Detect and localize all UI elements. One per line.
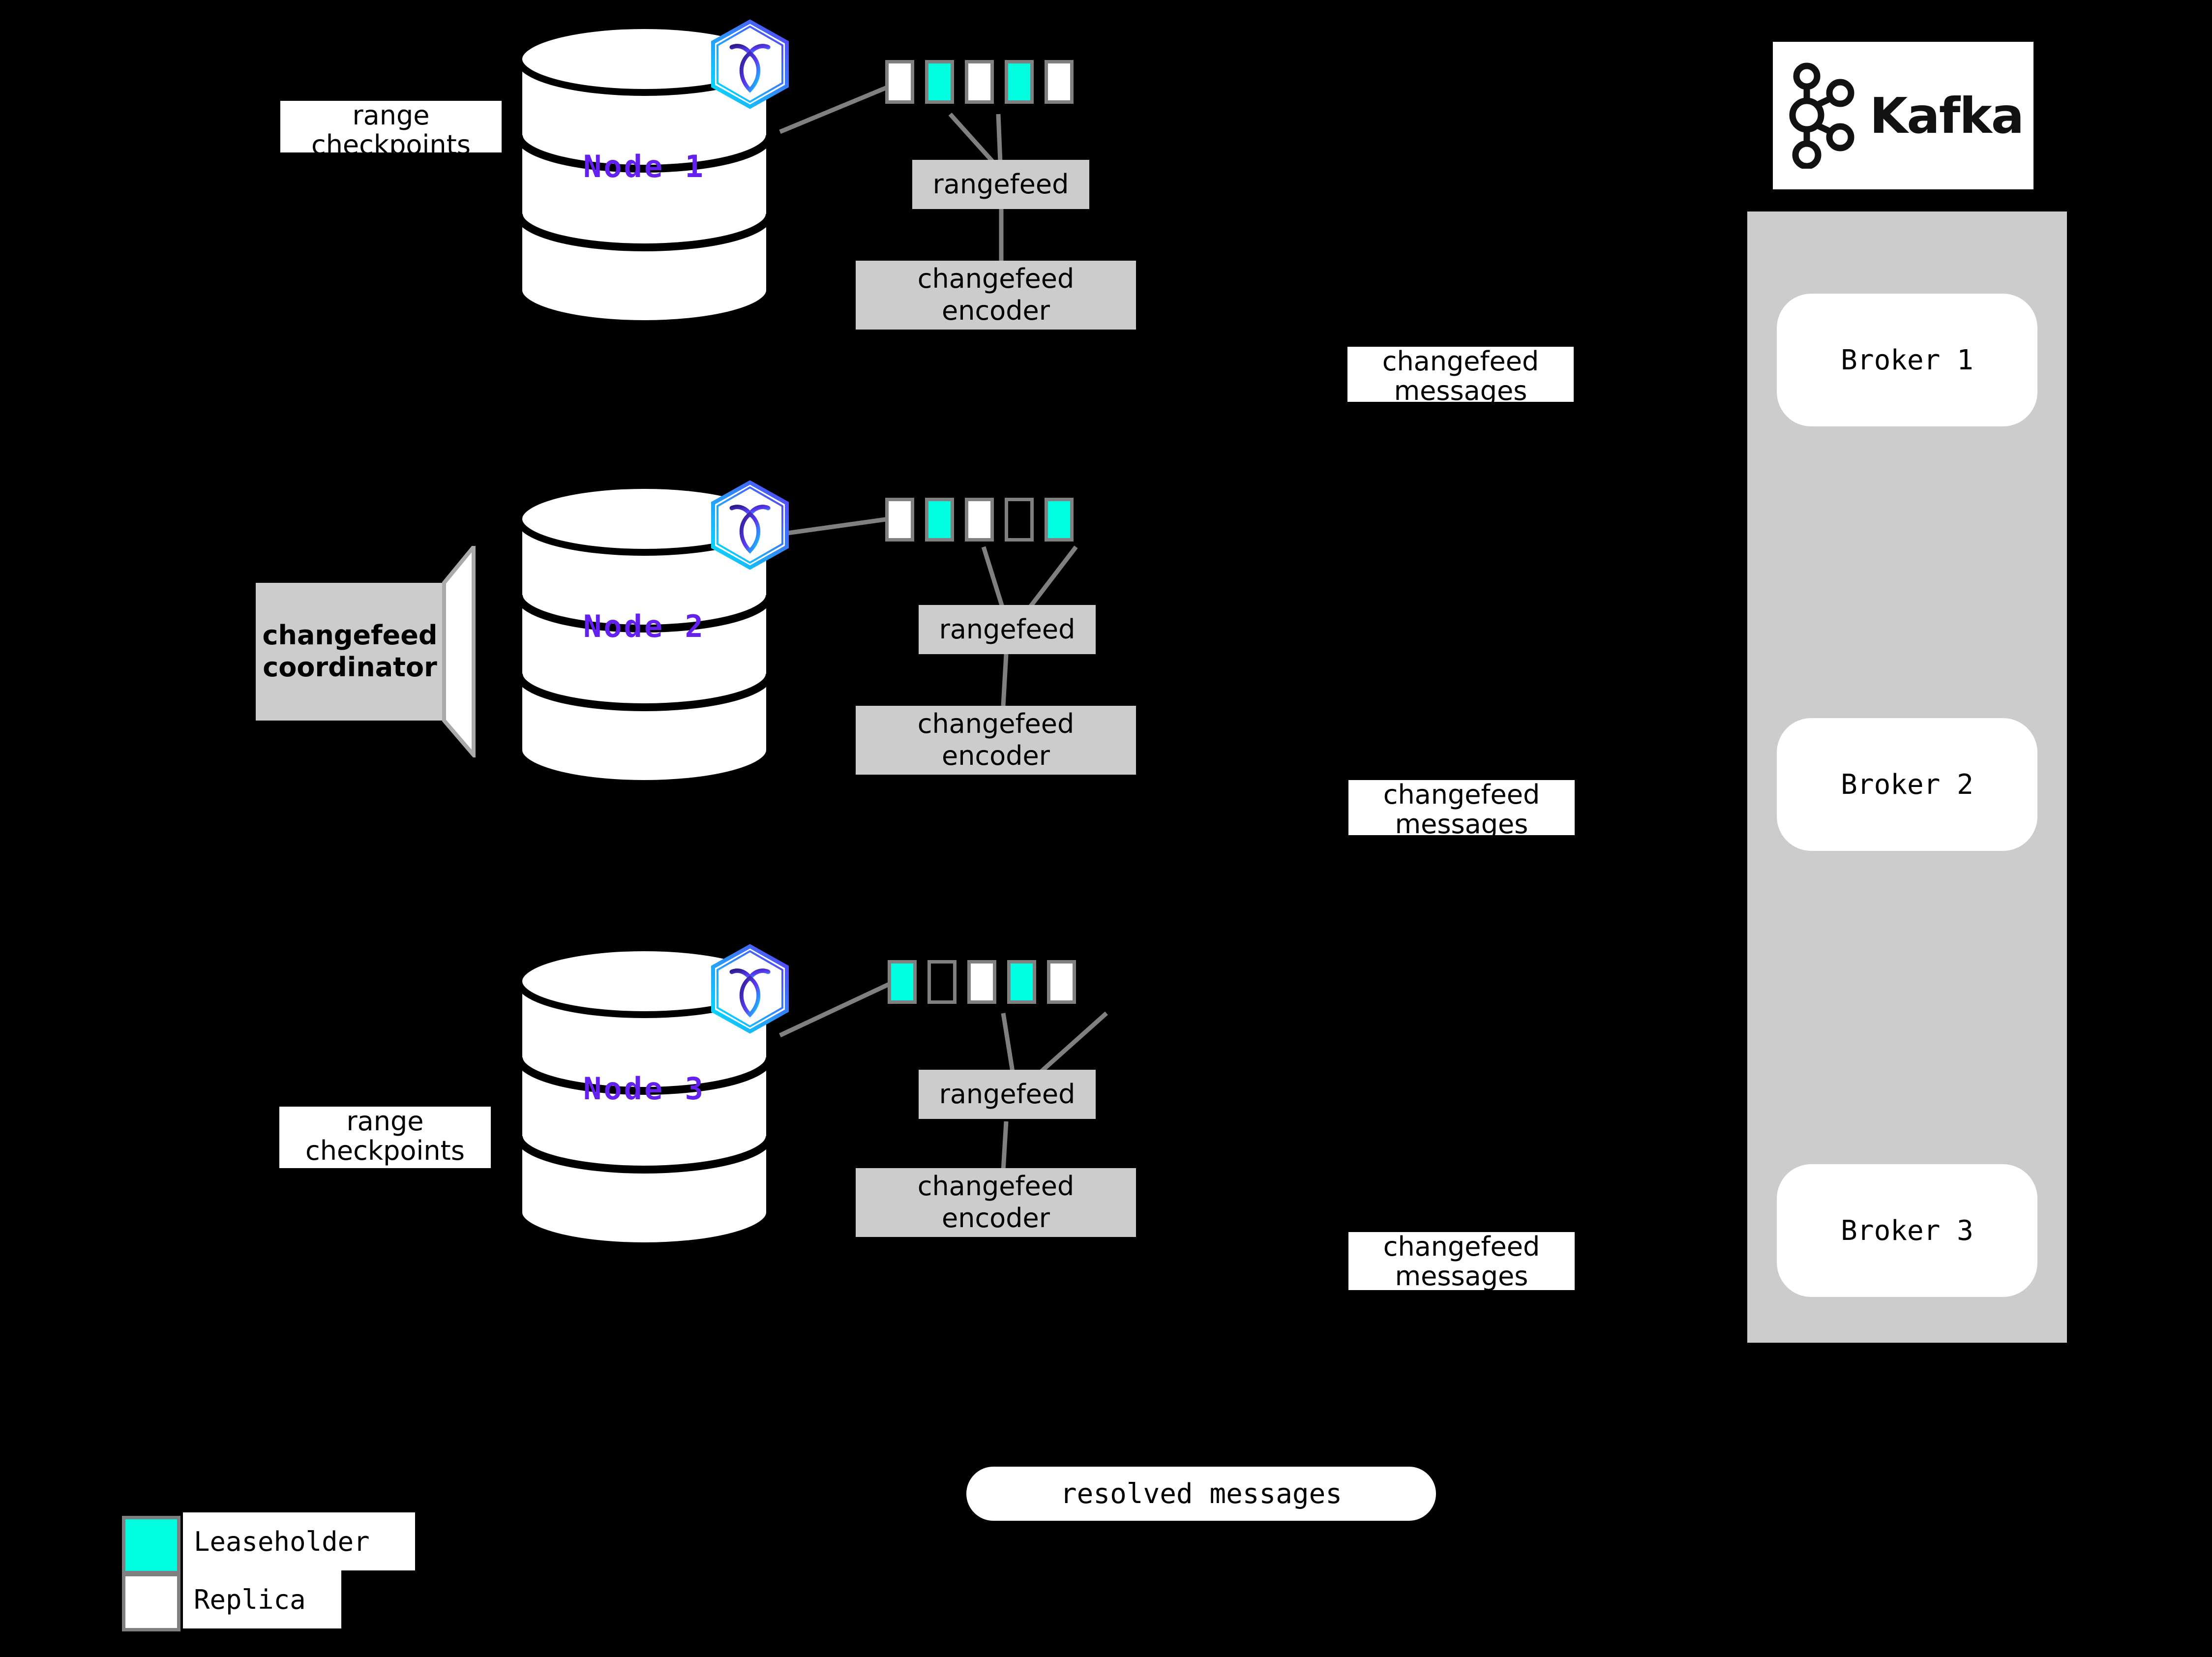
range-empty[interactable] [927,960,957,1004]
broker-1[interactable]: Broker 1 [1777,294,2037,426]
cockroachdb-hex-logo [708,480,792,571]
range-empty[interactable] [1005,498,1034,542]
changefeed-coordinator-callout[interactable] [243,541,519,760]
legend-swatch-replica [122,1573,180,1631]
broker-2[interactable]: Broker 2 [1777,718,2037,851]
node-3-rangefeed[interactable]: rangefeed [919,1070,1096,1119]
node-1-rangefeed[interactable]: rangefeed [912,160,1089,209]
range-leaseholder[interactable] [1045,498,1074,542]
changefeed-coordinator-label: changefeed coordinator [262,620,438,683]
cockroachdb-hex-logo [708,19,792,110]
kafka-logo [1783,60,1857,171]
range-leaseholder[interactable] [1007,960,1036,1004]
range-leaseholder[interactable] [1005,60,1034,104]
node-3-range-row [888,960,1087,1004]
node-3-changefeed-encoder[interactable]: changefeed encoder [856,1168,1136,1237]
range-replica[interactable] [885,60,914,104]
cockroachdb-hex-logo [708,943,792,1034]
resolved-messages-pill: resolved messages [966,1467,1436,1521]
node-1-range-row [885,60,1084,104]
node-1-side-label: range checkpoints [280,101,502,152]
changefeed-messages-label-1: changefeed messages [1347,347,1574,402]
range-leaseholder[interactable] [925,498,954,542]
range-replica[interactable] [965,498,994,542]
node-1-changefeed-encoder[interactable]: changefeed encoder [856,261,1136,330]
changefeed-messages-label-2: changefeed messages [1348,780,1575,835]
range-leaseholder[interactable] [925,60,954,104]
legend-label-leaseholder: Leaseholder [183,1512,415,1570]
node-2-range-row [885,498,1084,542]
node-2-rangefeed[interactable]: rangefeed [919,605,1096,654]
kafka-logo-card: Kafka [1773,42,2033,189]
range-replica[interactable] [1047,960,1076,1004]
node-3-side-label: range checkpoints [279,1107,491,1168]
range-leaseholder[interactable] [888,960,917,1004]
range-replica[interactable] [885,498,914,542]
changefeed-messages-label-3: changefeed messages [1348,1232,1575,1290]
legend-label-replica: Replica [183,1570,341,1628]
legend-swatch-leaseholder [122,1516,180,1574]
node-2-changefeed-encoder[interactable]: changefeed encoder [856,706,1136,775]
kafka-wordmark: Kafka [1869,87,2024,145]
range-replica[interactable] [965,60,994,104]
broker-3[interactable]: Broker 3 [1777,1164,2037,1297]
range-replica[interactable] [967,960,996,1004]
range-replica[interactable] [1045,60,1074,104]
